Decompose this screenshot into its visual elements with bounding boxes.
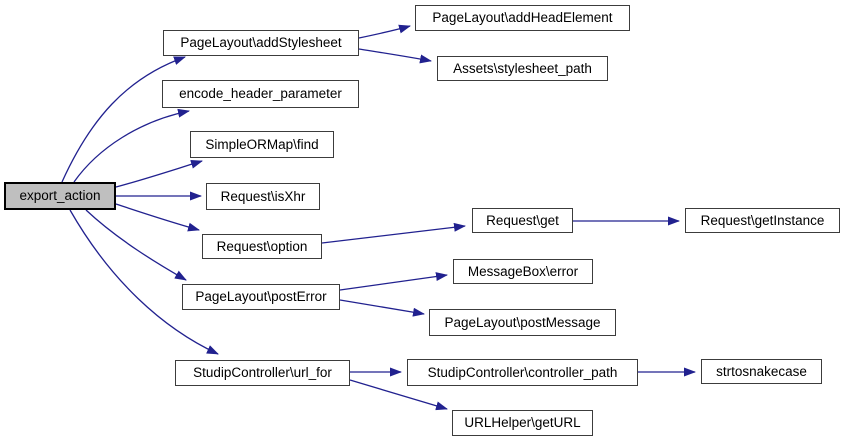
node-assets-stylesheet-path[interactable]: Assets\stylesheet_path [437,56,608,81]
edge-url-for-to-geturl [349,379,448,411]
node-urlhelper-geturl[interactable]: URLHelper\getURL [452,410,593,436]
node-request-getinstance[interactable]: Request\getInstance [685,208,840,233]
node-pagelayout-addheadelement[interactable]: PageLayout\addHeadElement [415,5,630,31]
edge-export-action-to-studipcontroller-url-for [69,209,219,355]
node-export-action: export_action [4,182,116,210]
node-encode-header-parameter[interactable]: encode_header_parameter [162,80,359,108]
node-studipcontroller-url-for[interactable]: StudipController\url_for [175,360,350,386]
edge-option-to-get [321,222,466,244]
node-strtosnakecase[interactable]: strtosnakecase [701,359,822,384]
node-messagebox-error[interactable]: MessageBox\error [453,259,593,284]
edge-export-action-to-encode-header-parameter [73,108,190,183]
edge-export-action-to-pagelayout-addstylesheet [61,56,186,183]
edge-posterror-to-messagebox-error [339,272,448,291]
node-studipcontroller-controller-path[interactable]: StudipController\controller_path [407,359,638,386]
node-pagelayout-addstylesheet[interactable]: PageLayout\addStylesheet [163,30,359,56]
node-request-isxhr[interactable]: Request\isXhr [206,183,320,210]
edge-export-action-to-pagelayout-posterror [85,209,187,281]
edge-export-action-to-simpleormap-find [115,159,203,188]
edge-addstylesheet-to-stylesheet-path [358,48,432,64]
edge-export-action-to-request-option [115,203,200,232]
node-request-get[interactable]: Request\get [472,208,573,233]
edge-posterror-to-postmessage [339,299,425,317]
node-simpleormap-find[interactable]: SimpleORMap\find [190,131,334,158]
node-pagelayout-posterror[interactable]: PageLayout\postError [182,284,340,310]
node-pagelayout-postmessage[interactable]: PageLayout\postMessage [429,309,616,336]
node-request-option[interactable]: Request\option [202,234,322,259]
edge-addstylesheet-to-addheadelement [358,24,411,39]
